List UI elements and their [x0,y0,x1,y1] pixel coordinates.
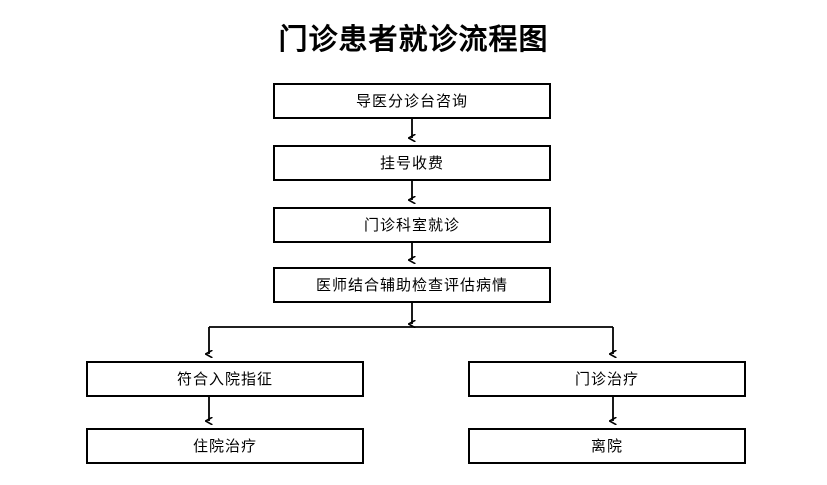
page-title: 门诊患者就诊流程图 [278,22,549,56]
node-clinic-visit[interactable]: 门诊科室就诊 [273,207,551,243]
node-meets-admission-criteria[interactable]: 符合入院指征 [86,361,364,397]
node-triage[interactable]: 导医分诊台咨询 [273,83,551,119]
node-doctor-assessment[interactable]: 医师结合辅助检查评估病情 [273,267,551,303]
node-inpatient-treatment[interactable]: 住院治疗 [86,428,364,464]
node-discharge[interactable]: 离院 [468,428,746,464]
node-outpatient-treatment[interactable]: 门诊治疗 [468,361,746,397]
node-register[interactable]: 挂号收费 [273,145,551,181]
